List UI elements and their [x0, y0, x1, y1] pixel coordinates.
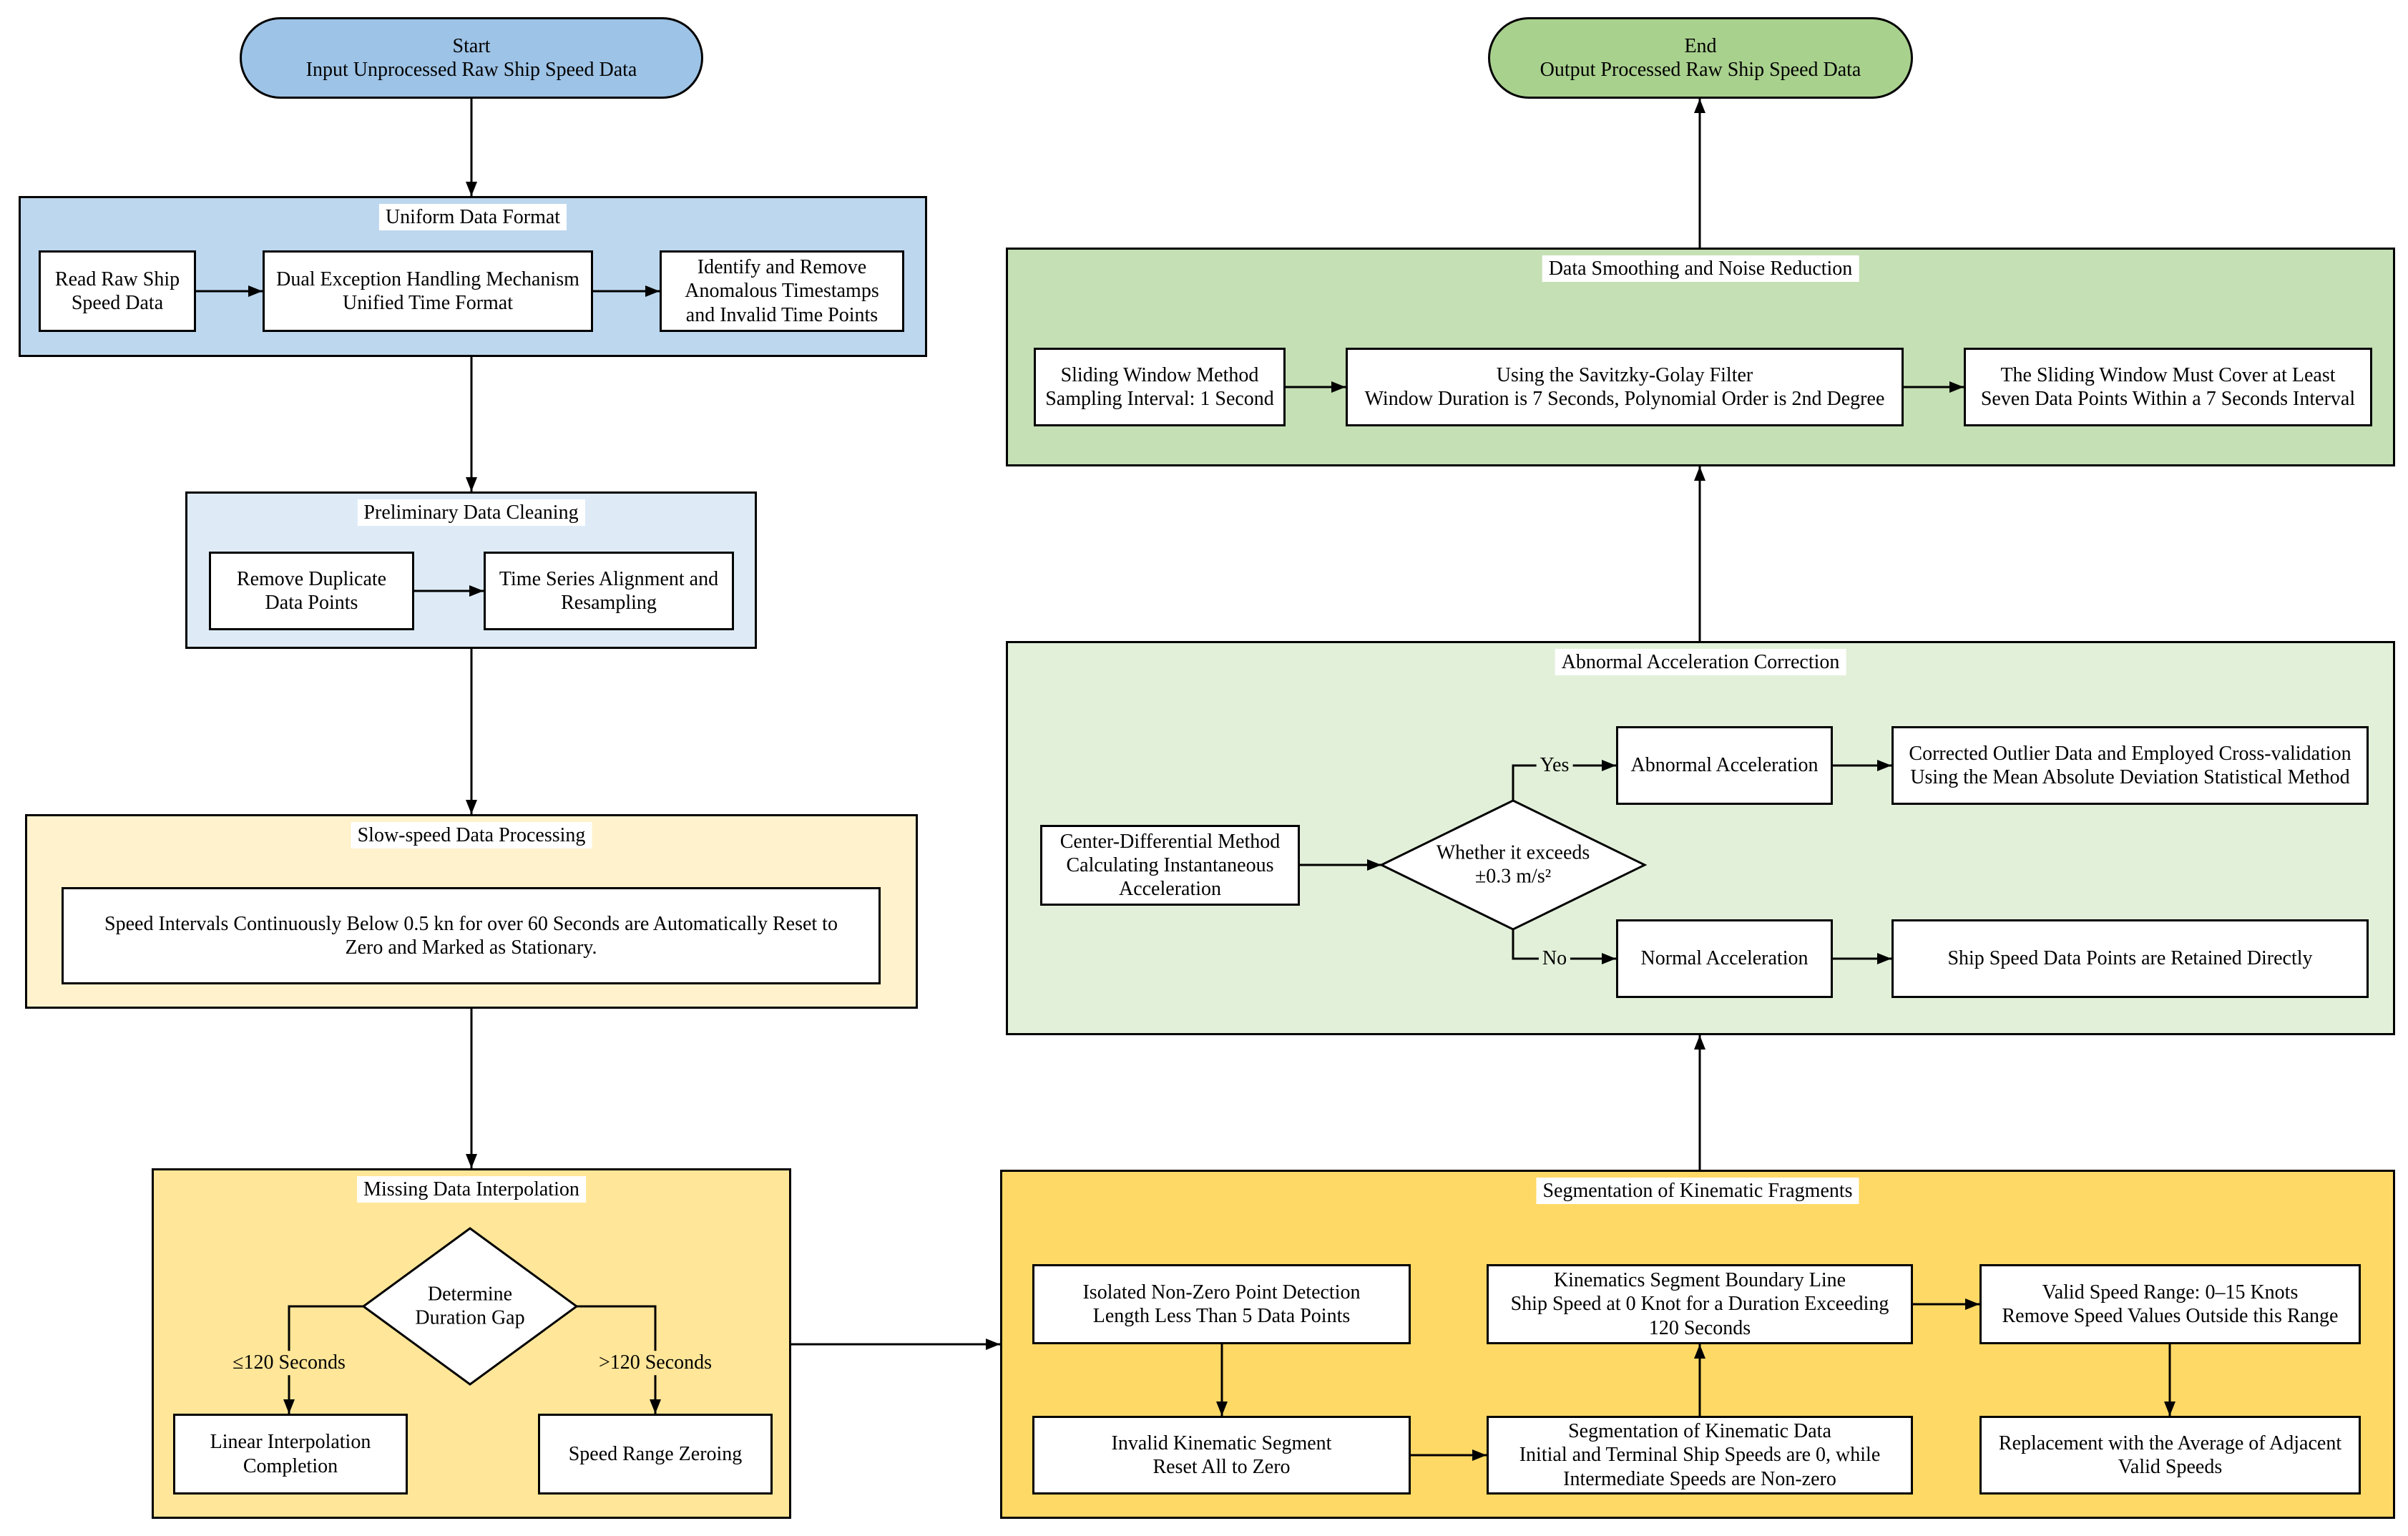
step-remove-anomalous-timestamps: Identify and Remove Anomalous Timestamps…: [660, 250, 904, 332]
step-linear-interpolation: Linear Interpolation Completion: [173, 1414, 408, 1495]
start-terminal: Start Input Unprocessed Raw Ship Speed D…: [240, 17, 703, 99]
step-outlier-correction: Corrected Outlier Data and Employed Cros…: [1891, 726, 2369, 805]
data-smoothing-title: Data Smoothing and Noise Reduction: [1542, 255, 1859, 282]
step-time-series-alignment: Time Series Alignment and Resampling: [484, 552, 734, 630]
branch-label-long-gap: >120 Seconds: [594, 1351, 716, 1375]
abnormal-acceleration-title: Abnormal Acceleration Correction: [1555, 649, 1846, 675]
acceleration-threshold-decision-text: Whether it exceeds ±0.3 m/s²: [1436, 841, 1590, 888]
end-terminal: End Output Processed Raw Ship Speed Data: [1488, 17, 1913, 99]
start-text: Input Unprocessed Raw Ship Speed Data: [305, 59, 637, 81]
duration-gap-decision-text: Determine Duration Gap: [415, 1283, 525, 1329]
end-title: End: [1684, 34, 1717, 57]
branch-label-yes: Yes: [1536, 753, 1573, 778]
step-sliding-window-method: Sliding Window Method Sampling Interval:…: [1034, 348, 1286, 426]
step-normal-acceleration: Normal Acceleration: [1616, 919, 1833, 998]
start-title: Start: [452, 34, 491, 57]
step-window-coverage-rule: The Sliding Window Must Cover at Least S…: [1964, 348, 2372, 426]
missing-data-interpolation-title: Missing Data Interpolation: [357, 1176, 586, 1203]
branch-label-short-gap: ≤120 Seconds: [229, 1351, 349, 1375]
step-abnormal-acceleration: Abnormal Acceleration: [1616, 726, 1833, 805]
uniform-data-format-title: Uniform Data Format: [378, 204, 567, 230]
step-kinematic-data-segmentation: Segmentation of Kinematic Data Initial a…: [1487, 1416, 1913, 1495]
segmentation-title: Segmentation of Kinematic Fragments: [1536, 1178, 1859, 1204]
step-adjacent-average-replacement: Replacement with the Average of Adjacent…: [1979, 1416, 2361, 1495]
step-savitzky-golay-filter: Using the Savitzky-Golay Filter Window D…: [1346, 348, 1904, 426]
branch-label-no: No: [1538, 946, 1571, 971]
step-invalid-segment-reset: Invalid Kinematic Segment Reset All to Z…: [1032, 1416, 1411, 1495]
slow-speed-processing-title: Slow-speed Data Processing: [351, 822, 592, 848]
step-stationary-reset-rule: Speed Intervals Continuously Below 0.5 k…: [62, 887, 881, 984]
step-valid-speed-range: Valid Speed Range: 0–15 Knots Remove Spe…: [1979, 1264, 2361, 1344]
step-remove-duplicates: Remove Duplicate Data Points: [209, 552, 414, 630]
step-isolated-point-detection: Isolated Non-Zero Point Detection Length…: [1032, 1264, 1411, 1344]
step-retain-data-points: Ship Speed Data Points are Retained Dire…: [1891, 919, 2369, 998]
step-center-differential-method: Center-Differential Method Calculating I…: [1040, 825, 1300, 906]
end-text: Output Processed Raw Ship Speed Data: [1540, 59, 1861, 81]
step-dual-exception-handling: Dual Exception Handling Mechanism Unifie…: [263, 250, 593, 332]
step-speed-range-zeroing: Speed Range Zeroing: [538, 1414, 773, 1495]
preliminary-data-cleaning-title: Preliminary Data Cleaning: [357, 499, 585, 526]
step-read-raw-ship-speed-data: Read Raw Ship Speed Data: [39, 250, 196, 332]
step-segment-boundary-line: Kinematics Segment Boundary Line Ship Sp…: [1487, 1264, 1913, 1344]
